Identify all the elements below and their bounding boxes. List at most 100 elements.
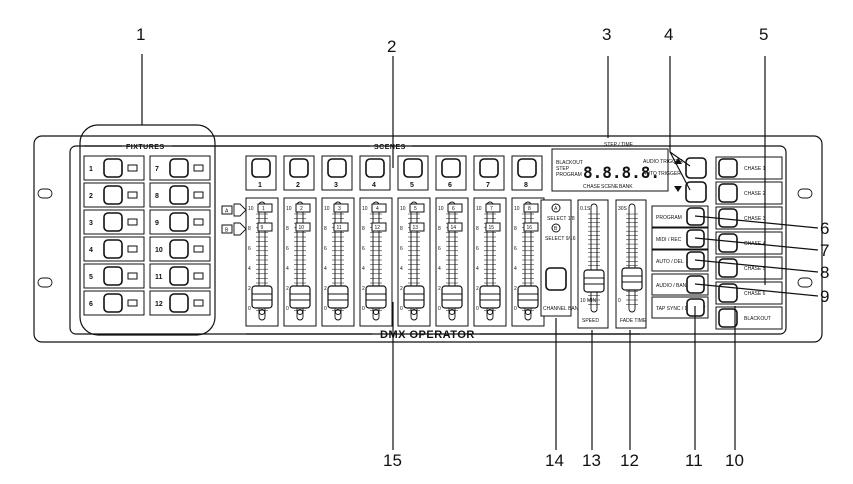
scene-key[interactable] xyxy=(365,158,385,178)
scene-button-8[interactable]: 8 xyxy=(511,155,543,191)
chase-key[interactable] xyxy=(718,183,738,203)
scene-button-6[interactable]: 6 xyxy=(435,155,467,191)
scene-button-2[interactable]: 2 xyxy=(283,155,315,191)
chase-key[interactable] xyxy=(718,308,738,328)
fixture-key[interactable] xyxy=(103,212,123,232)
fixture-key[interactable] xyxy=(169,185,189,205)
fixture-button-9[interactable]: 9 xyxy=(149,209,211,235)
fader-knob[interactable] xyxy=(365,285,387,309)
select-a-led xyxy=(551,203,561,213)
chase-button-1[interactable]: CHASE 2 xyxy=(715,181,783,205)
fixture-button-3[interactable]: 3 xyxy=(83,209,145,235)
fixture-button-6[interactable]: 6 xyxy=(83,290,145,316)
fixture-button-12[interactable]: 12 xyxy=(149,290,211,316)
fader-scale-label: 10 xyxy=(362,206,368,212)
fixture-button-4[interactable]: 4 xyxy=(83,236,145,262)
fader-knob[interactable] xyxy=(327,285,349,309)
fixture-key[interactable] xyxy=(169,293,189,313)
channel-bank-controls: A SELECT 1/8 B SELECT 9/16 CHANNEL BANK xyxy=(540,199,582,317)
fixture-led xyxy=(127,218,138,226)
fader-scale-label: 2 xyxy=(248,286,251,292)
fade-knob[interactable] xyxy=(621,267,643,291)
rack-mount-hole-left xyxy=(37,188,53,199)
scene-button-4[interactable]: 4 xyxy=(359,155,391,191)
fixture-key[interactable] xyxy=(103,293,123,313)
callout-2: 2 xyxy=(387,37,396,56)
speed-knob[interactable] xyxy=(583,269,605,293)
rack-mount-hole-left-lower xyxy=(37,277,53,288)
chase-button-6[interactable]: BLACKOUT xyxy=(715,306,783,330)
fixture-key[interactable] xyxy=(169,239,189,259)
mode-button-4[interactable]: TAP SYNC / DISPLAY xyxy=(651,296,709,319)
scene-key[interactable] xyxy=(479,158,499,178)
fader-knob[interactable] xyxy=(403,285,425,309)
fixture-key[interactable] xyxy=(169,266,189,286)
speed-top-label: 0.1S xyxy=(580,206,591,212)
fixture-button-2[interactable]: 2 xyxy=(83,182,145,208)
fixture-key[interactable] xyxy=(103,266,123,286)
fixture-button-8[interactable]: 8 xyxy=(149,182,211,208)
fader-knob[interactable] xyxy=(251,285,273,309)
scene-button-1[interactable]: 1 xyxy=(245,155,277,191)
chase-button-5[interactable]: CHASE 6 xyxy=(715,281,783,305)
chase-key[interactable] xyxy=(718,283,738,303)
step-down-button[interactable] xyxy=(685,181,707,203)
scene-key[interactable] xyxy=(517,158,537,178)
fixture-button-11[interactable]: 11 xyxy=(149,263,211,289)
fixture-button-5[interactable]: 5 xyxy=(83,263,145,289)
scene-key[interactable] xyxy=(289,158,309,178)
fader-foot xyxy=(487,309,493,315)
fixture-key[interactable] xyxy=(103,185,123,205)
select-b-led xyxy=(551,223,561,233)
scene-number: 1 xyxy=(258,182,262,189)
mode-button-3[interactable]: AUDIO / BANK COPY xyxy=(651,273,709,296)
fader-knob[interactable] xyxy=(517,285,539,309)
chase-key[interactable] xyxy=(718,258,738,278)
scene-button-5[interactable]: 5 xyxy=(397,155,429,191)
fader-knob[interactable] xyxy=(479,285,501,309)
fader-knob[interactable] xyxy=(441,285,463,309)
down-arrow-icon xyxy=(674,186,682,192)
speed-track xyxy=(590,203,598,313)
chase-button-2[interactable]: CHASE 3 xyxy=(715,206,783,230)
fixture-key[interactable] xyxy=(103,239,123,259)
fixture-key[interactable] xyxy=(169,212,189,232)
chase-key[interactable] xyxy=(718,208,738,228)
chase-key[interactable] xyxy=(718,158,738,178)
select-b-text: B xyxy=(554,226,558,232)
fader-scale-label: 4 xyxy=(476,266,479,272)
scene-button-3[interactable]: 3 xyxy=(321,155,353,191)
fader-top-label-box xyxy=(523,203,539,213)
chase-key[interactable] xyxy=(718,233,738,253)
scene-key[interactable] xyxy=(441,158,461,178)
scene-key[interactable] xyxy=(403,158,423,178)
callout-10: 10 xyxy=(725,451,744,470)
fixture-number: 12 xyxy=(155,301,163,308)
fixture-button-1[interactable]: 1 xyxy=(83,155,145,181)
fixture-key[interactable] xyxy=(103,158,123,178)
scene-key[interactable] xyxy=(327,158,347,178)
scene-button-7[interactable]: 7 xyxy=(473,155,505,191)
channel-bank-button[interactable] xyxy=(545,267,567,291)
fixture-button-7[interactable]: 7 xyxy=(149,155,211,181)
fader-bottom-label-box xyxy=(409,222,425,232)
chase-button-0[interactable]: CHASE 1 xyxy=(715,156,783,180)
scene-key[interactable] xyxy=(251,158,271,178)
fade-bottom-label: 0 xyxy=(618,298,621,304)
step-up-button[interactable] xyxy=(685,157,707,179)
fixture-button-10[interactable]: 10 xyxy=(149,236,211,262)
fader-knob[interactable] xyxy=(289,285,311,309)
channel-bank-label: CHANNEL BANK xyxy=(543,306,582,312)
fixture-key[interactable] xyxy=(169,158,189,178)
section-headers: FIXTURES SCENES DMX OPERATOR xyxy=(84,144,640,341)
